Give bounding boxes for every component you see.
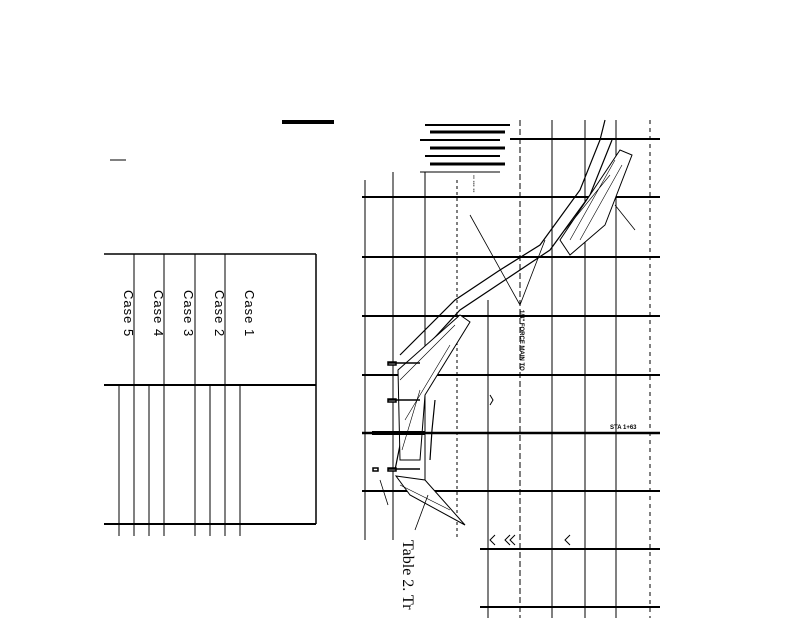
title-block-lines [420, 124, 510, 173]
table-lines [104, 159, 317, 536]
table-header-case-4: Case 4 [151, 290, 166, 338]
table-header-case-3: Case 3 [181, 290, 196, 338]
riprap-pattern [399, 159, 623, 511]
station-label: STA 1+63 [610, 425, 637, 431]
table-header-case-1: Case 1 [242, 290, 257, 338]
riprap-hatch [394, 149, 633, 526]
table-header-case-2: Case 2 [212, 290, 227, 338]
force-main-label: 1/4" FORCE MAIN TO [518, 310, 524, 371]
table-header-case-5: Case 5 [121, 290, 136, 338]
piles [372, 361, 425, 472]
table-caption: Table 2. Tr [399, 540, 416, 610]
station-markers [489, 394, 571, 546]
leader-lines [379, 204, 636, 531]
